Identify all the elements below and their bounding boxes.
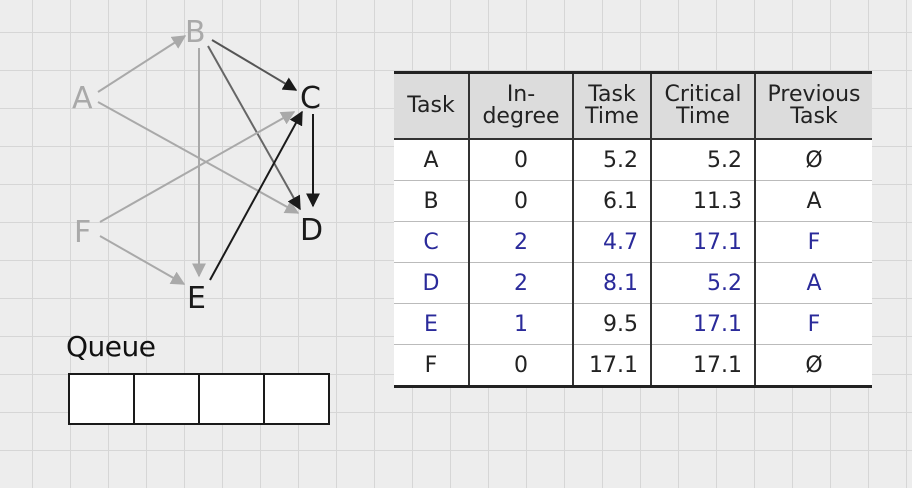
edge-f-c (99, 111, 296, 223)
cell-indegree: 2 (469, 262, 574, 304)
cell-task-time: 4.7 (573, 221, 652, 263)
cell-indegree: 0 (469, 344, 574, 387)
cell-previous-task: Ø (755, 139, 872, 181)
header-task: Task (394, 72, 470, 140)
cell-task: B (394, 180, 470, 222)
cell-critical-time: 17.1 (651, 221, 756, 263)
header-task-time: Task Time (573, 72, 652, 140)
cell-task-time: 9.5 (573, 303, 652, 345)
queue-cell (135, 375, 200, 423)
queue-label: Queue (66, 330, 156, 363)
dependency-graph: A B C D E F (72, 15, 323, 316)
cell-task-time: 8.1 (573, 262, 652, 304)
cell-task-time: 5.2 (573, 139, 652, 181)
cell-previous-task: F (755, 221, 872, 263)
node-f: F (74, 215, 91, 250)
edge-e-c (209, 110, 303, 281)
queue-cell (70, 375, 135, 423)
cell-indegree: 0 (469, 180, 574, 222)
cell-task: E (394, 303, 470, 345)
cell-indegree: 2 (469, 221, 574, 263)
cell-critical-time: 5.2 (651, 262, 756, 304)
table-row: B 0 6.1 11.3 A (394, 180, 872, 222)
cell-task: C (394, 221, 470, 263)
cell-previous-task: A (755, 262, 872, 304)
task-table: Task In- degree Task Time Critical Time … (394, 71, 872, 388)
table-row: C 2 4.7 17.1 F (394, 221, 872, 263)
cell-critical-time: 17.1 (651, 344, 756, 387)
table-row: D 2 8.1 5.2 A (394, 262, 872, 304)
header-previous-task: Previous Task (755, 72, 872, 140)
table-row: E 1 9.5 17.1 F (394, 303, 872, 345)
cell-indegree: 1 (469, 303, 574, 345)
edge-b-d (207, 45, 301, 211)
cell-task-time: 17.1 (573, 344, 652, 387)
table-header-row: Task In- degree Task Time Critical Time … (394, 72, 872, 140)
edge-f-e (99, 235, 186, 285)
queue-cell (265, 375, 328, 423)
node-d: D (300, 213, 323, 248)
node-e: E (187, 281, 206, 316)
header-indegree: In- degree (469, 72, 574, 140)
cell-critical-time: 11.3 (651, 180, 756, 222)
cell-previous-task: Ø (755, 344, 872, 387)
queue (68, 373, 330, 425)
cell-task: F (394, 344, 470, 387)
edge-a-b (97, 35, 187, 93)
cell-critical-time: 17.1 (651, 303, 756, 345)
table-row: F 0 17.1 17.1 Ø (394, 344, 872, 387)
table-row: A 0 5.2 5.2 Ø (394, 139, 872, 181)
queue-cell (200, 375, 265, 423)
cell-task: D (394, 262, 470, 304)
node-a: A (72, 81, 93, 116)
cell-task-time: 6.1 (573, 180, 652, 222)
cell-critical-time: 5.2 (651, 139, 756, 181)
node-c: C (300, 81, 321, 116)
cell-task: A (394, 139, 470, 181)
cell-previous-task: F (755, 303, 872, 345)
cell-indegree: 0 (469, 139, 574, 181)
node-b: B (185, 15, 206, 50)
cell-previous-task: A (755, 180, 872, 222)
edge-b-c (211, 39, 298, 91)
header-critical-time: Critical Time (651, 72, 756, 140)
